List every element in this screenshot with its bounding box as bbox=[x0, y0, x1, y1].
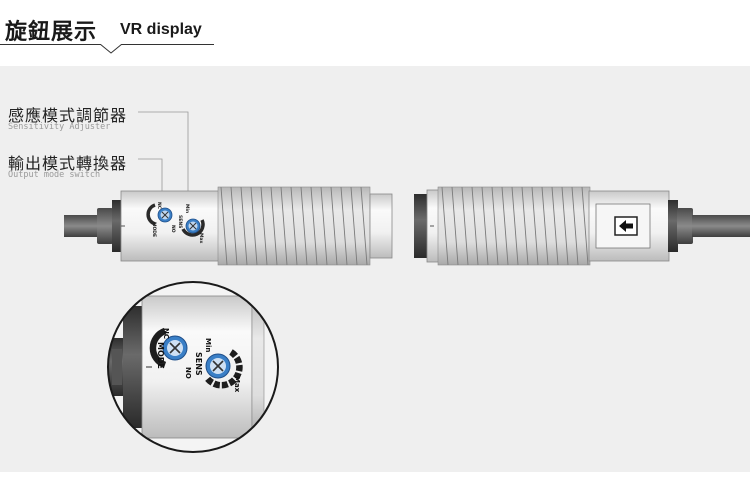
mode-label: MODE bbox=[156, 342, 165, 369]
section-subtitle: VR display bbox=[120, 21, 202, 38]
sensor-drawing: SENS Min Max MODE NC NO bbox=[64, 111, 750, 453]
small-sens-label: SENS bbox=[177, 215, 183, 228]
knob-mode-large bbox=[149, 327, 188, 369]
knob-sens-large bbox=[204, 349, 243, 389]
sensitivity-adjuster-sublabel: Sensitivity Adjuster bbox=[8, 122, 111, 132]
left-arrow-icon bbox=[614, 216, 638, 236]
product-illustration-panel: 感應模式調節器 Sensitivity Adjuster 輸出模式轉換器 Out… bbox=[0, 66, 750, 472]
small-mode-label: MODE bbox=[151, 222, 157, 237]
small-no-label: NO bbox=[170, 225, 176, 233]
small-max-label: Max bbox=[198, 233, 204, 244]
page-header: 旋鈕展示 VR display bbox=[0, 0, 750, 66]
output-mode-sublabel: Output mode switch bbox=[8, 170, 101, 180]
sensor-left bbox=[64, 186, 393, 266]
small-nc-label: NC bbox=[156, 202, 162, 210]
small-min-label: Min bbox=[184, 204, 190, 213]
knob-sens-small bbox=[181, 218, 205, 237]
no-label: NO bbox=[184, 367, 192, 379]
title-notch-icon bbox=[100, 44, 122, 54]
sens-label: SENS bbox=[194, 352, 203, 376]
sensitivity-adjuster-label: 感應模式調節器 bbox=[8, 106, 128, 125]
knob-mode-small bbox=[146, 203, 173, 226]
nc-label: NC bbox=[162, 328, 170, 339]
zoom-detail: SENS Min Max MODE NC NO bbox=[107, 281, 279, 453]
max-label: Max bbox=[233, 376, 241, 393]
sensor-right bbox=[414, 186, 750, 266]
section-title: 旋鈕展示 bbox=[5, 20, 98, 45]
output-mode-label: 輸出模式轉換器 bbox=[8, 154, 128, 173]
min-label: Min bbox=[204, 338, 212, 352]
